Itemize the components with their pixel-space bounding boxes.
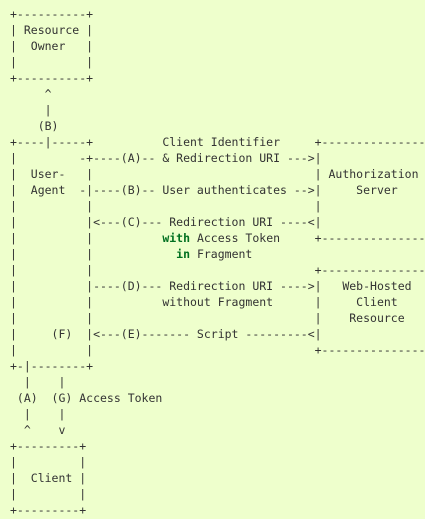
step-b-label-line: (B) [10, 119, 59, 133]
step-c-line: | |<---(C)--- Redirection URI ----<| | [10, 215, 425, 229]
user-agent-label-line: | User- | | Authorization | [10, 167, 425, 181]
blank-line: | | | | [10, 199, 425, 213]
user-agent-box-bottom: +-|--------+ [10, 359, 94, 373]
client-box-blank-2: | | [10, 487, 87, 501]
arrow-heads-line: ^ v [10, 423, 66, 437]
web-hosted-box-bottom: | | +---------------+ [10, 343, 425, 357]
step-c-fragment-line: | | in Fragment [10, 247, 253, 261]
resource-owner-box-bottom: +----------+ [10, 71, 94, 85]
arrow-shaft-line: | [10, 103, 52, 117]
step-e-line: | (F) |<---(E)------- Script ---------<|… [10, 327, 425, 341]
step-b-line: | Agent -|----(B)-- User authenticates -… [10, 183, 425, 197]
step-d-fragment-line: | | without Fragment | Client | [10, 295, 425, 309]
step-d-line: | |----(D)--- Redirection URI ---->| Web… [10, 279, 425, 293]
resource-owner-box-top: +----------+ [10, 7, 94, 21]
user-agent-box-top: +----|-----+ Client Identifier +--------… [10, 135, 425, 149]
client-box-bottom: +---------+ [10, 503, 87, 517]
step-c-access-token-line: | | with Access Token +---------------+ [10, 231, 425, 245]
resource-owner-label-line: | Resource | [10, 23, 94, 37]
ascii-diagram: +----------+ | Resource | | Owner | | | +---… [10, 6, 425, 518]
step-a-line: | -+----(A)-- & Redirection URI --->| | [10, 151, 425, 165]
web-hosted-resource-line: | | | Resource | [10, 311, 425, 325]
keyword-in: in [176, 247, 191, 261]
arrows-shaft-line: | | [10, 375, 66, 389]
resource-owner-label-line-2: | Owner | [10, 39, 94, 53]
step-a-g-access-token-line: (A) (G) Access Token [10, 391, 163, 405]
arrow-up-line: ^ [10, 87, 52, 101]
client-box-blank: | | [10, 455, 87, 469]
client-label-line: | Client | [10, 471, 87, 485]
arrows-shaft-line-2: | | [10, 407, 66, 421]
web-hosted-box-top: | | +---------------+ [10, 263, 425, 277]
resource-owner-box-blank: | | [10, 55, 94, 69]
keyword-with: with [162, 231, 191, 245]
client-box-top: +---------+ [10, 439, 87, 453]
